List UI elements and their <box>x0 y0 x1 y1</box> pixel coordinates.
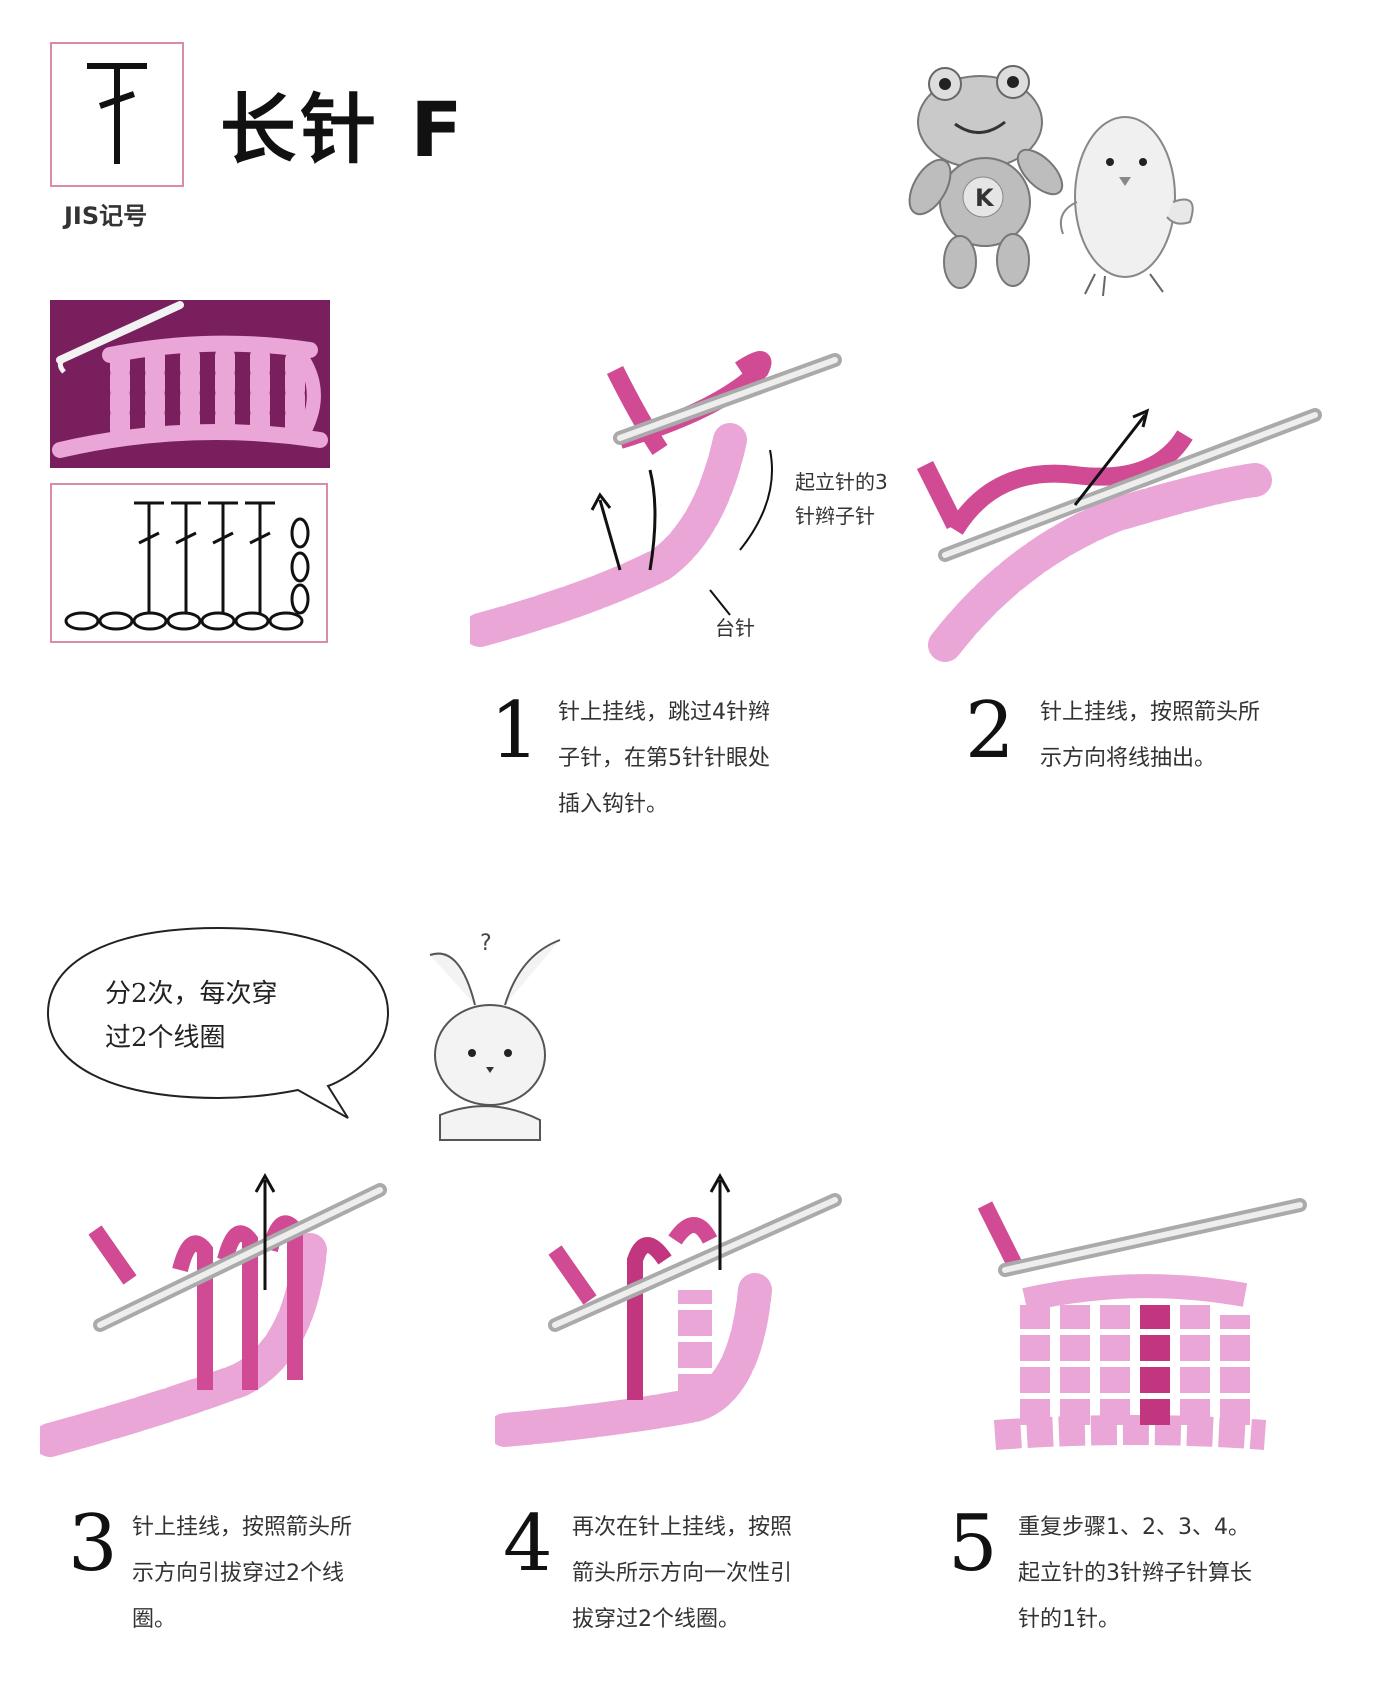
speech-bubble-text: 分2次，每次穿 过2个线圈 <box>105 972 278 1060</box>
speech-bubble-line-1: 分2次，每次穿 <box>105 979 278 1009</box>
speech-bubble-line-2: 过2个线圈 <box>105 1023 226 1053</box>
step-3-number: 3 <box>68 1499 118 1589</box>
svg-text:?: ? <box>480 931 492 956</box>
step-4-line-1: 再次在针上挂线，按照 <box>572 1515 793 1540</box>
step-3-text: 针上挂线，按照箭头所 示方向引拔穿过2个线 圈。 <box>132 1505 352 1643</box>
step-1-line-2: 子针，在第5针针眼处 <box>558 746 770 771</box>
chain-label-line-2: 针辫子针 <box>795 504 875 528</box>
chain-label: 起立针的3 针辫子针 <box>795 465 888 533</box>
step-5-number: 5 <box>948 1499 998 1589</box>
step-1-number: 1 <box>490 686 540 776</box>
step-2-text: 针上挂线，按照箭头所 示方向将线抽出。 <box>1040 690 1260 782</box>
badge-letter: K <box>975 184 995 212</box>
step-3-line-3: 圈。 <box>132 1607 177 1632</box>
step-1-illustration <box>470 350 930 650</box>
base-stitch-label: 台针 <box>715 616 755 640</box>
crochet-photo <box>50 300 330 468</box>
symbol-box <box>50 42 184 187</box>
toy-illustration: K <box>905 62 1205 302</box>
step-2-line-2: 示方向将线抽出。 <box>1040 746 1217 771</box>
bunny-illustration: ? <box>400 925 570 1145</box>
step-5-text: 重复步骤1、2、3、4。 起立针的3针辫子针算长 针的1针。 <box>1018 1505 1252 1643</box>
step-2-illustration <box>915 405 1325 665</box>
speech-bubble <box>38 918 398 1128</box>
symbol-caption: JIS记号 <box>64 202 148 230</box>
step-4-illustration <box>495 1160 855 1460</box>
step-1-line-3: 插入钩针。 <box>558 792 669 817</box>
step-5-line-2: 起立针的3针辫子针算长 <box>1018 1561 1252 1586</box>
step-2-number: 2 <box>965 686 1015 776</box>
step-3-line-1: 针上挂线，按照箭头所 <box>132 1515 353 1540</box>
step-4-text: 再次在针上挂线，按照 箭头所示方向一次性引 拔穿过2个线圈。 <box>572 1505 792 1643</box>
step-1-line-1: 针上挂线，跳过4针辫 <box>558 700 770 725</box>
step-4-line-2: 箭头所示方向一次性引 <box>572 1561 793 1586</box>
step-5-line-1: 重复步骤1、2、3、4。 <box>1018 1515 1250 1540</box>
step-1-text: 针上挂线，跳过4针辫 子针，在第5针针眼处 插入钩针。 <box>558 690 770 828</box>
step-4-number: 4 <box>503 1499 553 1589</box>
step-5-line-3: 针的1针。 <box>1018 1607 1120 1632</box>
page-title: 长针 F <box>220 85 467 174</box>
double-crochet-symbol-icon <box>87 63 147 164</box>
stitch-chart <box>50 483 328 643</box>
step-3-line-2: 示方向引拔穿过2个线 <box>132 1561 344 1586</box>
step-4-line-3: 拔穿过2个线圈。 <box>572 1607 740 1632</box>
step-3-illustration <box>40 1160 400 1460</box>
chain-label-line-1: 起立针的3 <box>795 470 888 494</box>
step-2-line-1: 针上挂线，按照箭头所 <box>1040 700 1261 725</box>
step-5-illustration <box>975 1185 1315 1475</box>
